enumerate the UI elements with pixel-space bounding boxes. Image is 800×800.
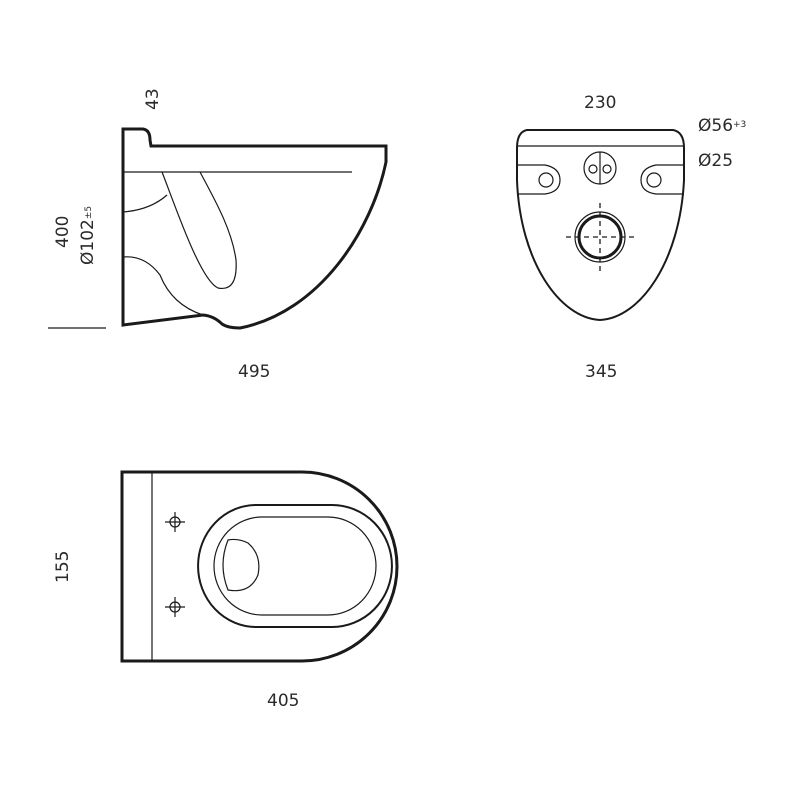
outlet-outer xyxy=(574,211,626,263)
outlet-curve-lower xyxy=(122,256,204,316)
bowl-trap xyxy=(161,171,237,290)
left-fixing-hole xyxy=(538,172,554,188)
side-view-outline xyxy=(121,127,388,330)
top-view-outline xyxy=(120,470,399,663)
right-fixing-slot xyxy=(640,164,684,195)
dim-top-width: 230 xyxy=(584,93,616,113)
side-view: 43 400 Ø102±5 495 xyxy=(48,88,388,382)
dim-height: 400 xyxy=(53,216,73,248)
bowl-opening xyxy=(213,516,377,616)
bowl-well xyxy=(222,538,260,592)
dim-length: 495 xyxy=(238,362,270,382)
dim-outlet-diameter: Ø102±5 xyxy=(78,206,98,265)
dim-fixing-diameter: Ø25 xyxy=(698,151,733,171)
outlet-curve-upper xyxy=(122,194,168,213)
dim-top-offset: 43 xyxy=(143,88,163,110)
dim-fixing-spacing: 155 xyxy=(53,551,73,583)
lower-fixing-crosshair xyxy=(165,597,185,617)
rear-view: 230 Ø56+3 Ø25 345 xyxy=(516,93,746,382)
left-fixing-slot xyxy=(517,164,561,195)
dim-inlet-diameter: Ø56+3 xyxy=(698,116,746,136)
rear-view-outline xyxy=(516,129,685,322)
seat-rim xyxy=(197,504,393,628)
top-view: 155 405 xyxy=(53,470,399,711)
dim-width: 345 xyxy=(585,362,617,382)
right-fixing-hole xyxy=(646,172,662,188)
dim-top-length: 405 xyxy=(267,691,299,711)
upper-fixing-crosshair xyxy=(165,512,185,532)
